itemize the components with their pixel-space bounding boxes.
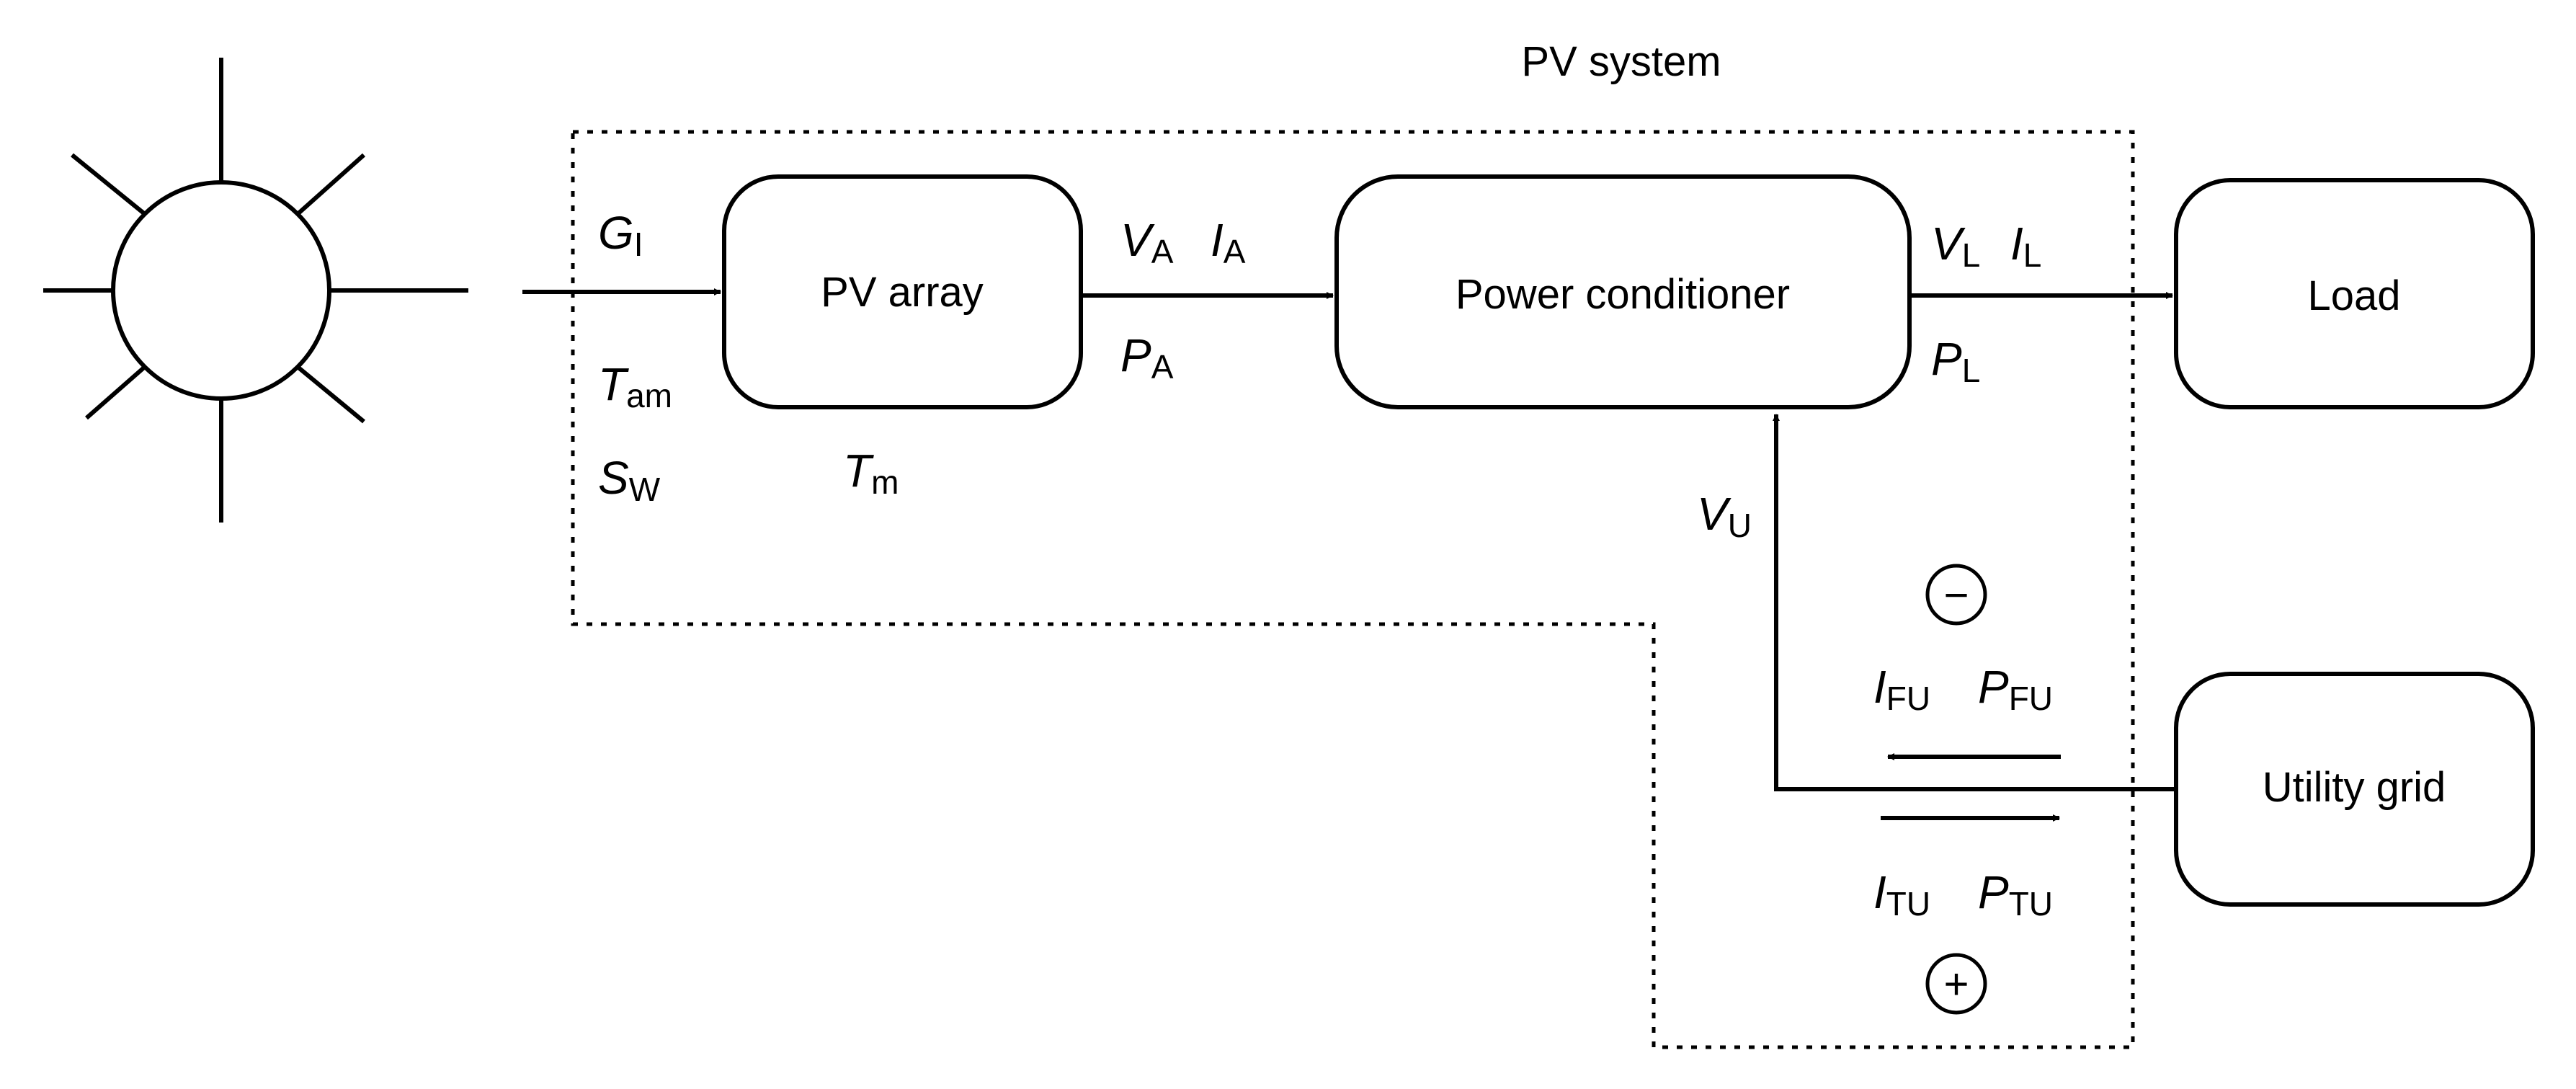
pv-system-boundary: [571, 130, 2135, 1049]
pv-system-title: PV system: [1521, 38, 1721, 85]
var-i-a: IA: [1211, 214, 1246, 270]
svg-text:+: +: [1943, 960, 1969, 1008]
var-p-a: PA: [1120, 329, 1174, 386]
var-p-fu: PFU: [1978, 661, 2053, 717]
var-g-i: GI: [598, 207, 643, 263]
var-p-l: PL: [1931, 333, 1980, 389]
utility-grid-block: Utility grid: [2174, 672, 2535, 907]
pv-array-block: PV array: [722, 174, 1083, 409]
power-conditioner-label: Power conditioner: [1456, 271, 1790, 318]
load-block: Load: [2174, 178, 2535, 409]
var-v-a: VA: [1120, 214, 1174, 270]
var-p-tu: PTU: [1978, 866, 2053, 923]
utility-grid-label: Utility grid: [2263, 764, 2446, 811]
var-v-u: VU: [1697, 488, 1752, 544]
grid-connection-line: [1773, 414, 2176, 791]
var-i-fu: IFU: [1873, 661, 1930, 717]
sun-icon: [43, 58, 468, 523]
power-conditioner-block: Power conditioner: [1334, 174, 1912, 409]
plus-sign: +: [1925, 953, 1987, 1015]
minus-sign: −: [1925, 564, 1987, 626]
var-s-w: SW: [598, 452, 661, 508]
svg-text:−: −: [1943, 571, 1969, 619]
var-i-tu: ITU: [1873, 866, 1930, 923]
pv-array-label: PV array: [821, 269, 984, 316]
var-i-l: IL: [2010, 218, 2041, 274]
var-t-m: Tm: [843, 445, 899, 501]
var-v-l: VL: [1931, 218, 1980, 274]
var-t-am: Tam: [598, 358, 672, 414]
load-label: Load: [2307, 272, 2400, 319]
